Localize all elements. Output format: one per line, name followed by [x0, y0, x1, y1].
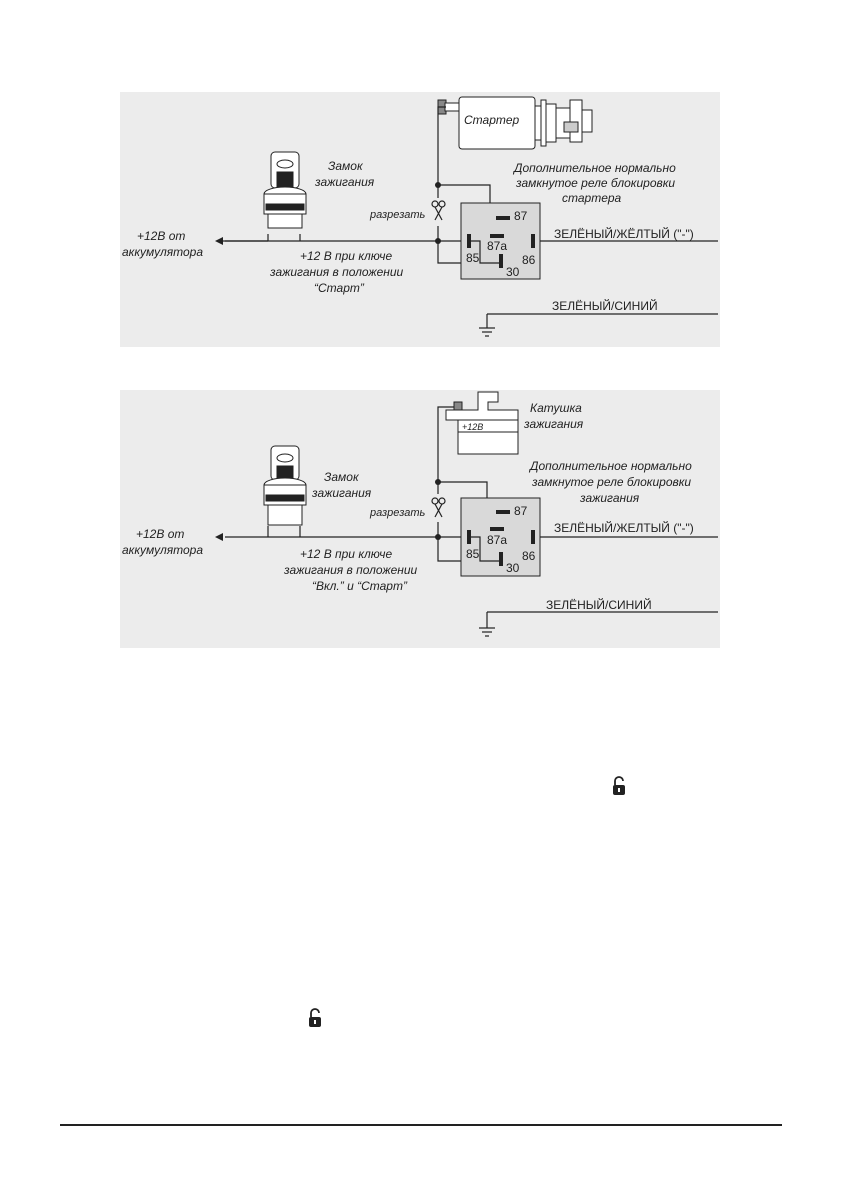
ignition-wires	[225, 406, 718, 628]
key-label-3: “Старт”	[314, 281, 365, 295]
battery-label-1: +12В от	[136, 527, 184, 541]
junction-dot	[435, 534, 441, 540]
wire-signal-label: ЗЕЛЁНЫЙ/ЖЕЛТЫЙ ("-")	[554, 520, 694, 535]
relay-caption-1: Дополнительное нормально	[528, 459, 692, 473]
wire-ground-label: ЗЕЛЁНЫЙ/СИНИЙ	[552, 298, 658, 313]
scissors-icon	[431, 200, 446, 221]
key-label-2: зажигания в положении	[269, 265, 404, 279]
relay-caption-3: зажигания	[579, 491, 640, 505]
arrow-icon	[215, 533, 223, 541]
pin-87-label: 87	[514, 209, 528, 223]
junction-dot	[435, 238, 441, 244]
relay-caption-1: Дополнительное нормально	[512, 161, 676, 175]
wire-ground-label: ЗЕЛЁНЫЙ/СИНИЙ	[546, 597, 652, 612]
ignition-wiring-svg: +12В Катушка зажигания	[122, 391, 718, 637]
relay-caption-2: замкнутое реле блокировки	[531, 475, 691, 489]
ignition-lock-icon	[263, 445, 307, 526]
ignition-lock-label-1: Замок	[328, 159, 364, 173]
starter-motor-icon	[437, 96, 593, 150]
pin-87a-label: 87a	[487, 239, 507, 253]
ignition-coil-icon	[445, 391, 519, 455]
pin-30-label: 30	[506, 561, 520, 575]
ignition-lock-label-2: зажигания	[311, 486, 372, 500]
battery-label-2: аккумулятора	[122, 543, 203, 557]
pin-87a-label: 87a	[487, 533, 507, 547]
junction-dot	[435, 182, 441, 188]
relay-caption-3: стартера	[562, 191, 622, 205]
key-label-1: +12 В при ключе	[300, 249, 392, 263]
ignition-blocking-diagram: +12В Катушка зажигания	[120, 390, 720, 648]
pin-85-label: 85	[466, 251, 480, 265]
starter-wires	[220, 106, 718, 328]
starter-wiring-svg: Стартер	[122, 96, 718, 337]
wire-signal-label: ЗЕЛЁНЫЙ/ЖЁЛТЫЙ ("-")	[554, 226, 694, 241]
ground-icon	[479, 327, 495, 337]
pin-87-label: 87	[514, 504, 528, 518]
junction-dot	[435, 479, 441, 485]
relay-contacts	[467, 510, 535, 566]
pin-85-label: 85	[466, 547, 480, 561]
starter-label: Стартер	[464, 113, 520, 127]
pin-86-label: 86	[522, 253, 536, 267]
coil-label-1: Катушка	[530, 401, 582, 415]
arrow-icon	[215, 237, 223, 245]
pin-30-label: 30	[506, 265, 520, 279]
ignition-lock-icon	[263, 151, 307, 229]
padlock-open-icon	[309, 1008, 321, 1027]
padlock-open-icon	[613, 776, 625, 795]
pin-86-label: 86	[522, 549, 536, 563]
starter-blocking-diagram: Стартер	[120, 92, 720, 347]
cut-label: разрезать	[369, 507, 425, 519]
key-label-1: +12 В при ключе	[300, 547, 392, 561]
scissors-icon	[431, 497, 446, 518]
footer-divider	[60, 1124, 782, 1126]
ground-icon	[479, 627, 495, 637]
key-label-2: зажигания в положении	[283, 563, 418, 577]
relay-contacts	[467, 216, 535, 268]
cut-label: разрезать	[369, 209, 425, 221]
relay-caption-2: замкнутое реле блокировки	[515, 176, 675, 190]
coil-plus-label: +12В	[462, 422, 483, 432]
ignition-lock-label-1: Замок	[324, 470, 360, 484]
ignition-lock-label-2: зажигания	[314, 175, 375, 189]
coil-label-2: зажигания	[523, 417, 584, 431]
battery-label-1: +12В от	[137, 229, 185, 243]
battery-label-2: аккумулятора	[122, 245, 203, 259]
key-label-3: “Вкл.” и “Старт”	[312, 579, 408, 593]
